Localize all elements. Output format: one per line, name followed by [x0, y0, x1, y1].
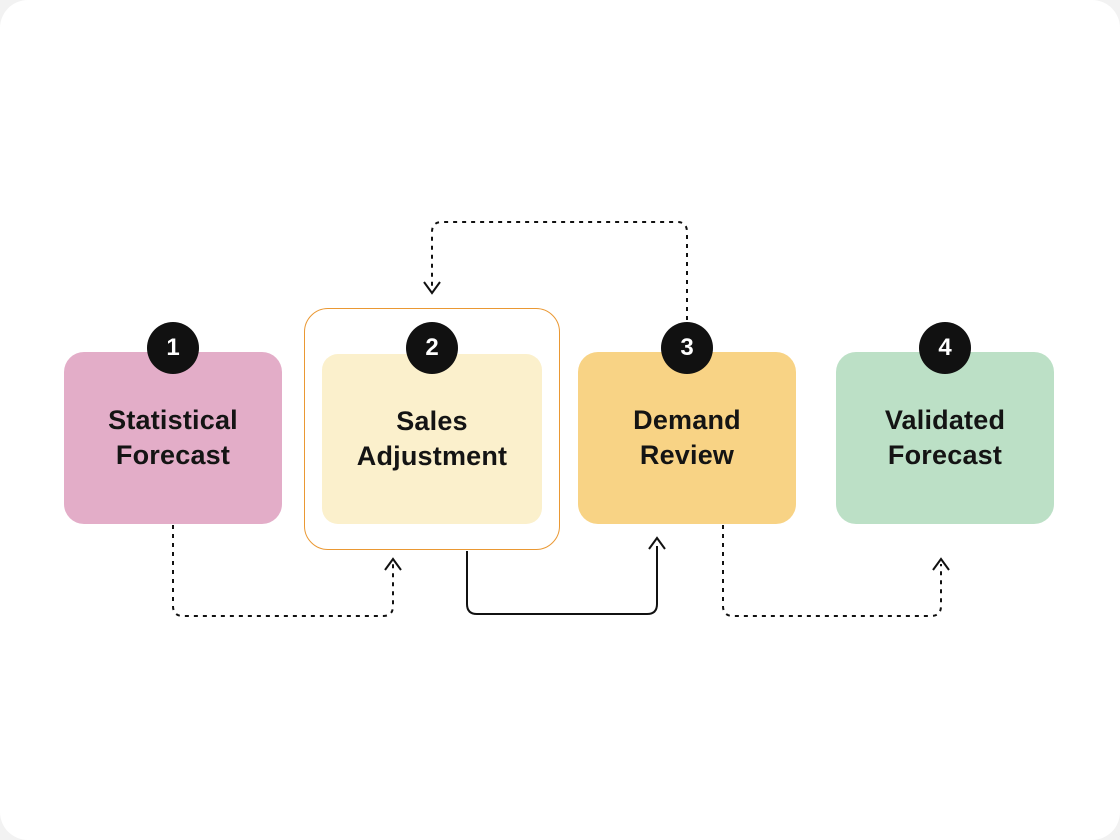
arrowhead-up-into-2: [384, 557, 402, 571]
connector-3-to-4: [722, 525, 942, 617]
step-number: 2: [425, 334, 439, 361]
step-number: 4: [938, 334, 952, 361]
step-card-validated-forecast[interactable]: Validated Forecast: [836, 352, 1054, 524]
step-number: 3: [680, 334, 694, 361]
step-highlight-outline: [304, 308, 560, 550]
step-label: Validated Forecast: [884, 405, 1006, 470]
step-number-badge-4: 4: [919, 322, 971, 374]
connector-2-to-3: [466, 546, 658, 615]
step-card-demand-review[interactable]: Demand Review: [578, 352, 796, 524]
connector-3-to-2-feedback: [431, 221, 688, 320]
arrowhead-down-into-2: [423, 281, 441, 295]
step-label: Statistical Forecast: [108, 405, 238, 470]
arrowhead-up-into-4: [932, 557, 950, 571]
step-number-badge-2: 2: [406, 322, 458, 374]
step-number: 1: [166, 334, 180, 361]
step-label: Sales Adjustment: [356, 406, 508, 471]
arrowhead-up-into-3: [648, 536, 666, 550]
step-number-badge-3: 3: [661, 322, 713, 374]
step-card-sales-adjustment[interactable]: Sales Adjustment: [322, 354, 542, 524]
step-card-statistical-forecast[interactable]: Statistical Forecast: [64, 352, 282, 524]
step-label: Demand Review: [633, 405, 741, 470]
step-number-badge-1: 1: [147, 322, 199, 374]
